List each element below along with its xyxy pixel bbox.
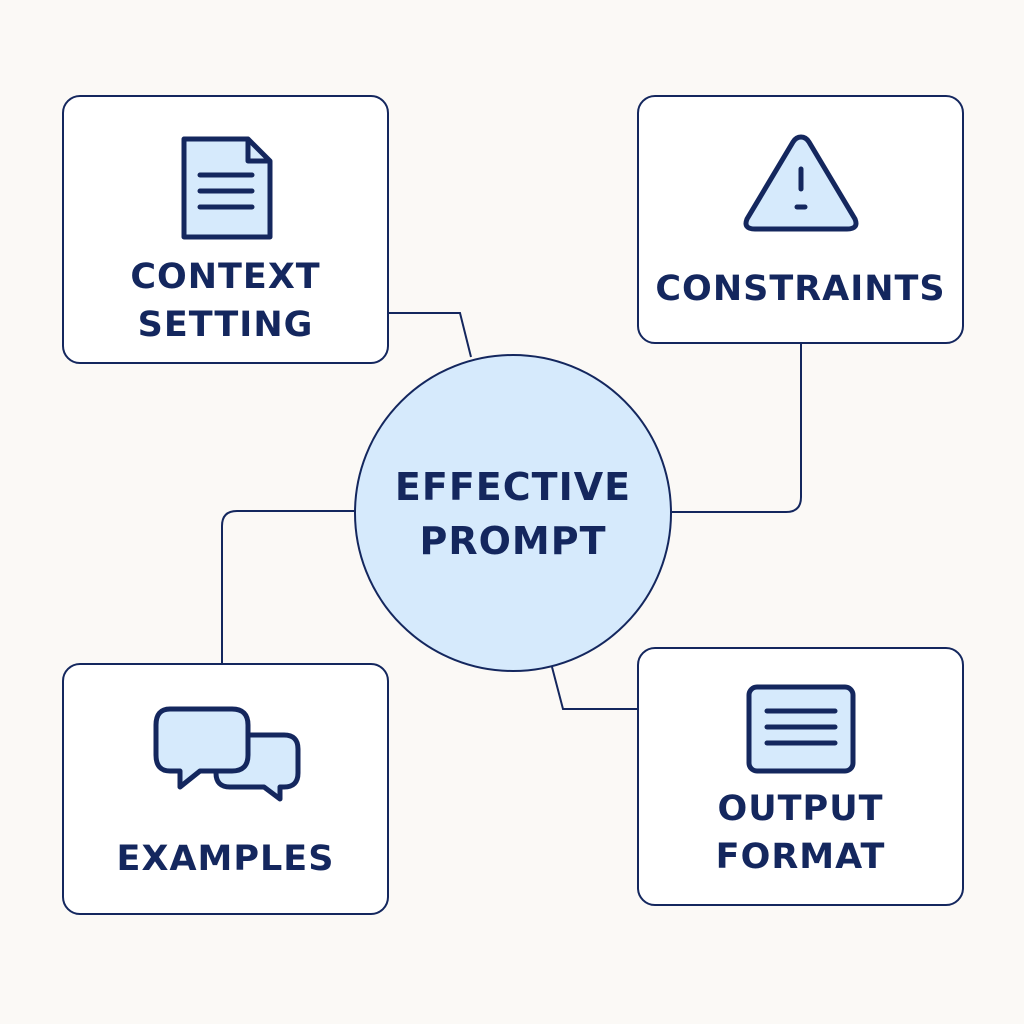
hub-label: EFFECTIVE PROMPT	[356, 460, 670, 568]
node-constraints: CONSTRAINTS	[637, 95, 964, 344]
list-window-icon	[746, 684, 856, 774]
center-hub: EFFECTIVE PROMPT	[354, 354, 672, 672]
warning-icon	[743, 134, 859, 232]
node-output-format: OUTPUT FORMAT	[637, 647, 964, 906]
connector-output-format	[551, 666, 637, 710]
connector-examples	[221, 510, 354, 663]
node-label: EXAMPLES	[64, 835, 387, 883]
label-line-1: CONTEXT	[130, 257, 321, 297]
node-context-setting: CONTEXT SETTING	[62, 95, 389, 364]
label-line-2: SETTING	[137, 305, 314, 345]
document-icon	[181, 136, 273, 240]
hub-line-2: PROMPT	[419, 519, 607, 563]
hub-line-1: EFFECTIVE	[394, 465, 632, 509]
node-label: OUTPUT FORMAT	[639, 785, 962, 881]
label-line-1: EXAMPLES	[116, 839, 335, 879]
connector-constraints	[672, 343, 802, 513]
chat-bubbles-icon	[153, 706, 301, 802]
connector-context-setting	[388, 312, 472, 358]
node-examples: EXAMPLES	[62, 663, 389, 915]
node-label: CONSTRAINTS	[639, 265, 962, 313]
label-line-1: CONSTRAINTS	[655, 269, 946, 309]
label-line-1: OUTPUT	[717, 789, 884, 829]
node-label: CONTEXT SETTING	[64, 253, 387, 349]
label-line-2: FORMAT	[715, 837, 886, 877]
